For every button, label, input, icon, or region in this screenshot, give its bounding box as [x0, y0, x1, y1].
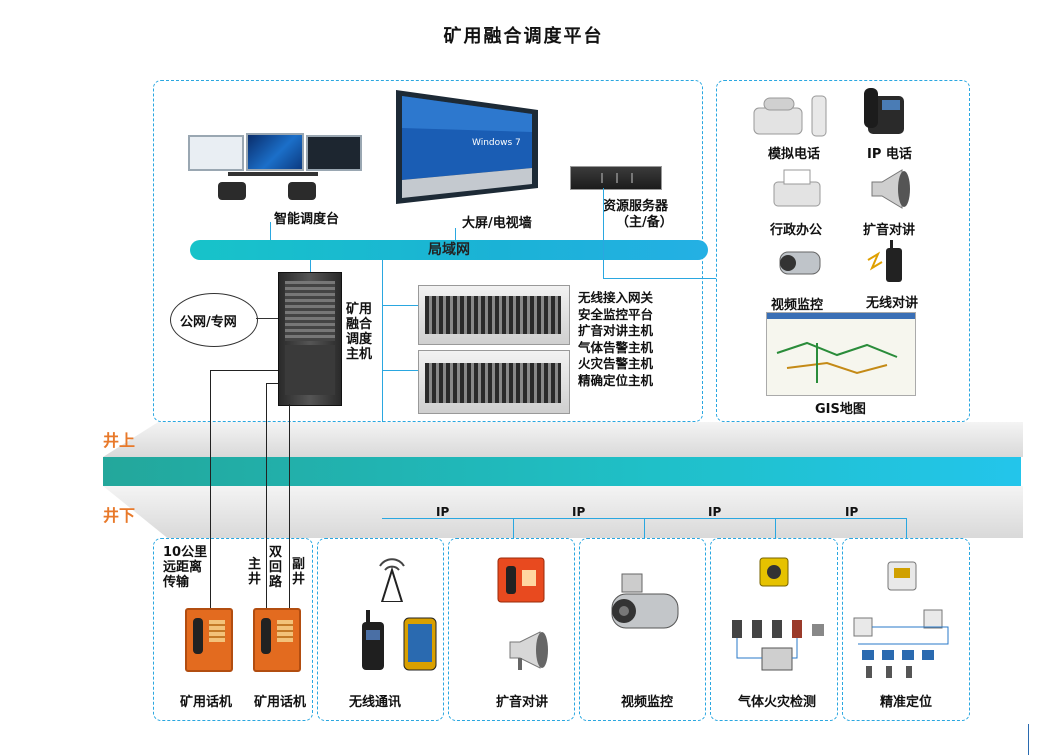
lan-label: 局域网: [428, 242, 470, 258]
gis-map-icon: [766, 312, 916, 396]
ip-label: IP: [436, 505, 450, 519]
public-network-oval: [170, 293, 258, 347]
server-item: 安全监控平台: [578, 306, 654, 322]
speaker-icon: [868, 166, 914, 212]
video-box: [579, 538, 706, 721]
dual-route-label: 双 回 路: [269, 545, 283, 590]
camera-icon: [776, 240, 826, 286]
mine-phone-icon: [185, 608, 233, 672]
positioning-box: [842, 538, 970, 721]
dispatch-console-label: 智能调度台: [274, 212, 340, 227]
positioning-label: 精准定位: [880, 695, 933, 710]
page-title: 矿用融合调度平台: [443, 26, 604, 47]
below-ground-label: 井下: [103, 506, 136, 525]
video-monitor-label: 视频监控: [771, 298, 824, 313]
server-unit-1: [418, 285, 570, 345]
distance-label: 10公里 远距离 传输: [163, 545, 208, 590]
intercom-label: 扩音对讲: [863, 223, 916, 238]
resource-server-sub-label: （主/备）: [616, 215, 673, 230]
windows-brand-text: Windows 7: [472, 138, 521, 148]
server-item: 火灾告警主机: [578, 356, 654, 372]
mine-phone-label: 矿用话机: [180, 695, 233, 710]
gas-fire-network-icon: [722, 600, 830, 680]
above-ground-label: 井上: [103, 431, 136, 450]
rugged-phone-icon: [402, 616, 438, 672]
mine-phone-box: [153, 538, 313, 721]
wireless-label: 无线通讯: [349, 695, 402, 710]
main-shaft-label: 主 井: [248, 557, 262, 587]
below-ground-band: [103, 486, 1023, 538]
video-label: 视频监控: [621, 695, 674, 710]
intercom-phone-icon: [496, 556, 546, 608]
resource-server-label: 资源服务器: [603, 199, 669, 214]
shaft-separator-band: [103, 457, 1021, 486]
positioning-network-icon: [848, 604, 964, 684]
server-item: 无线接入网关: [578, 290, 654, 305]
loudspeaker-icon: [504, 628, 550, 672]
terminal-panel: [716, 80, 970, 422]
mine-phone-icon: [253, 608, 301, 672]
ip-label: IP: [845, 505, 859, 519]
wireless-box: [317, 538, 444, 721]
mine-phone-label: 矿用话机: [254, 695, 307, 710]
server-item: 气体告警主机: [578, 339, 654, 355]
positioning-station-icon: [884, 556, 920, 596]
public-network-label: 公网/专网: [180, 315, 237, 330]
aux-shaft-label: 副 井: [292, 557, 306, 587]
dispatch-host-rack: [278, 272, 342, 406]
dispatch-console-icon: [188, 130, 362, 208]
gas-fire-label: 气体火灾检测: [738, 695, 817, 710]
intercom-label-bottom: 扩音对讲: [496, 695, 549, 710]
office-label: 行政办公: [770, 223, 823, 238]
server-item: 扩音对讲主机: [578, 323, 654, 339]
server-item: 精确定位主机: [578, 372, 654, 388]
lan-bar: 局域网: [190, 240, 708, 260]
ip-label: IP: [572, 505, 586, 519]
office-printer-icon: [770, 168, 824, 210]
ip-phone-icon: [862, 86, 910, 138]
above-ground-band: [103, 422, 1023, 457]
radio-icon: [358, 608, 388, 672]
antenna-icon: [374, 552, 410, 603]
gis-map-label: GIS地图: [815, 402, 866, 417]
intercom-box: [448, 538, 575, 721]
analog-phone-icon: [752, 92, 832, 138]
walkie-talkie-icon: [864, 240, 914, 286]
server-list: 无线接入网关 安全监控平台 扩音对讲主机 气体告警主机 火灾告警主机 精确定位主…: [578, 290, 653, 390]
resource-server-icon: [570, 166, 662, 190]
server-unit-2: [418, 350, 570, 414]
video-wall-icon: Windows 7: [394, 88, 540, 210]
gas-detector-icon: [758, 554, 790, 592]
explosion-proof-camera-icon: [608, 572, 682, 644]
gas-fire-box: [710, 538, 838, 721]
analog-phone-label: 模拟电话: [768, 147, 821, 162]
wireless-intercom-label: 无线对讲: [866, 296, 919, 311]
ip-phone-label: IP 电话: [867, 147, 912, 162]
ip-label: IP: [708, 505, 722, 519]
video-wall-label: 大屏/电视墙: [462, 216, 532, 231]
dispatch-host-label: 矿用 融合 调度 主机: [346, 302, 373, 362]
page-edge-line: [1028, 724, 1029, 755]
